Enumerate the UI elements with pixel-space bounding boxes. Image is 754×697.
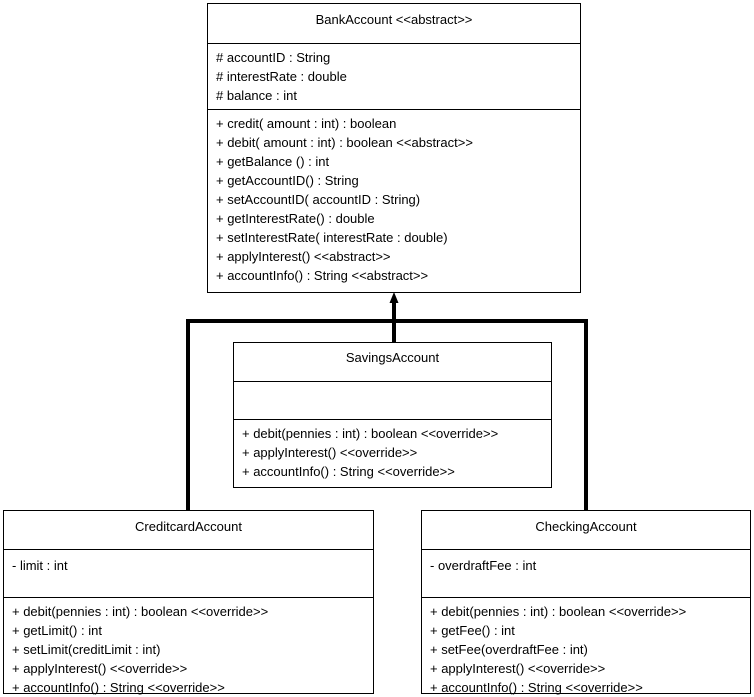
- class-savings-account: SavingsAccount + debit(pennies : int) : …: [233, 342, 552, 488]
- method: + applyInterest() <<override>>: [242, 445, 418, 460]
- method: + getLimit() : int: [12, 623, 102, 638]
- attribute: - limit : int: [12, 558, 68, 573]
- class-header: BankAccount <<abstract>>: [208, 4, 580, 44]
- class-name: CheckingAccount: [535, 519, 637, 534]
- method: + accountInfo() : String <<override>>: [430, 680, 643, 695]
- attribute: # accountID : String: [216, 50, 331, 65]
- class-checking-account: CheckingAccount - overdraftFee : int + d…: [421, 510, 751, 697]
- class-attributes: - limit : int: [4, 550, 373, 598]
- class-methods: + debit(pennies : int) : boolean <<overr…: [234, 420, 551, 481]
- method: + accountInfo() : String <<override>>: [12, 680, 225, 695]
- class-methods: + debit(pennies : int) : boolean <<overr…: [4, 598, 373, 697]
- attribute: - overdraftFee : int: [430, 558, 537, 573]
- method: + debit(pennies : int) : boolean <<overr…: [430, 604, 687, 619]
- class-header: CreditcardAccount: [4, 511, 373, 550]
- class-attributes: - overdraftFee : int: [422, 550, 750, 598]
- class-creditcard-account: CreditcardAccount - limit : int + debit(…: [3, 510, 374, 697]
- method: + getFee() : int: [430, 623, 515, 638]
- class-methods: + debit(pennies : int) : boolean <<overr…: [422, 598, 750, 697]
- method: + setInterestRate( interestRate : double…: [216, 230, 448, 245]
- attribute: # interestRate : double: [216, 69, 347, 84]
- method: + applyInterest() <<override>>: [12, 661, 188, 676]
- inheritance-line-creditcard: [186, 319, 394, 511]
- method: + debit(pennies : int) : boolean <<overr…: [12, 604, 269, 619]
- method: + debit(pennies : int) : boolean <<overr…: [242, 426, 499, 441]
- class-attributes: # accountID : String # interestRate : do…: [208, 44, 580, 110]
- inheritance-arrowhead: [389, 292, 399, 303]
- class-name: SavingsAccount: [345, 350, 440, 365]
- method: + setLimit(creditLimit : int): [12, 642, 161, 657]
- method: + applyInterest() <<abstract>>: [216, 249, 391, 264]
- method: + credit( amount : int) : boolean: [216, 116, 397, 131]
- method: + getInterestRate() : double: [216, 211, 375, 226]
- class-bank-account: BankAccount <<abstract>> # accountID : S…: [207, 3, 581, 293]
- method: + setFee(overdraftFee : int): [430, 642, 588, 657]
- class-header: CheckingAccount: [422, 511, 750, 550]
- class-name: CreditcardAccount: [135, 519, 242, 534]
- method: + debit( amount : int) : boolean <<abstr…: [216, 135, 473, 150]
- class-name: BankAccount <<abstract>>: [315, 12, 473, 27]
- method: + getAccountID() : String: [216, 173, 359, 188]
- method: + setAccountID( accountID : String): [216, 192, 421, 207]
- inheritance-line-checking: [394, 319, 588, 511]
- attribute: # balance : int: [216, 88, 297, 103]
- method: + applyInterest() <<override>>: [430, 661, 606, 676]
- method: + accountInfo() : String <<abstract>>: [216, 268, 429, 283]
- class-attributes-empty: [234, 382, 551, 420]
- class-header: SavingsAccount: [234, 343, 551, 382]
- method: + accountInfo() : String <<override>>: [242, 464, 455, 479]
- class-methods: + credit( amount : int) : boolean + debi…: [208, 110, 580, 285]
- method: + getBalance () : int: [216, 154, 330, 169]
